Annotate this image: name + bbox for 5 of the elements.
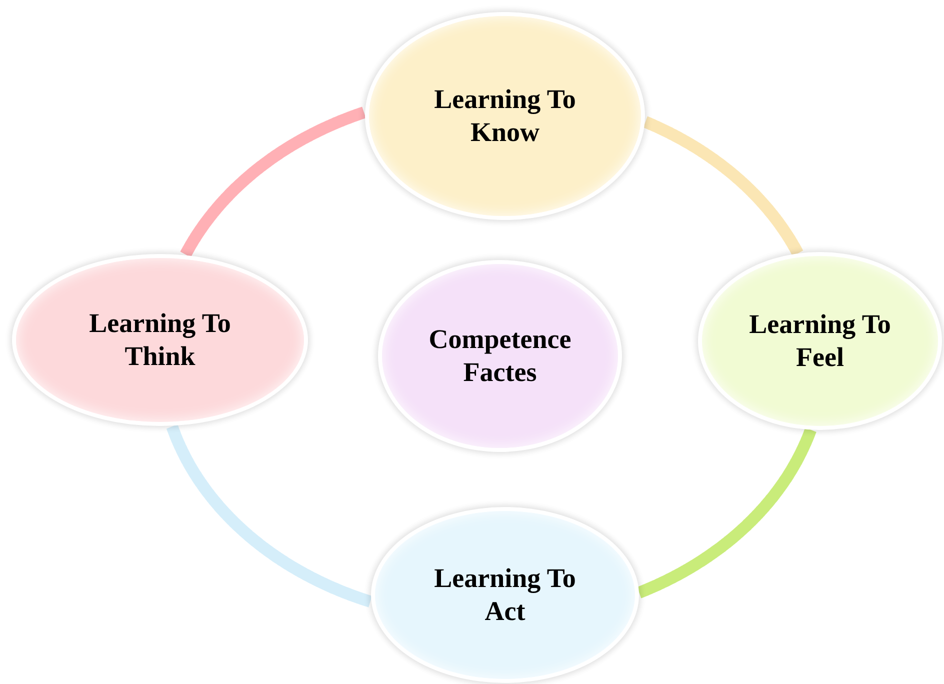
node-label: Learning To Feel xyxy=(748,308,892,374)
node-label: Competence Factes xyxy=(428,323,572,389)
node-label: Learning To Know xyxy=(433,83,577,149)
node-label: Learning To Think xyxy=(88,307,232,373)
node-label: Learning To Act xyxy=(433,562,577,628)
